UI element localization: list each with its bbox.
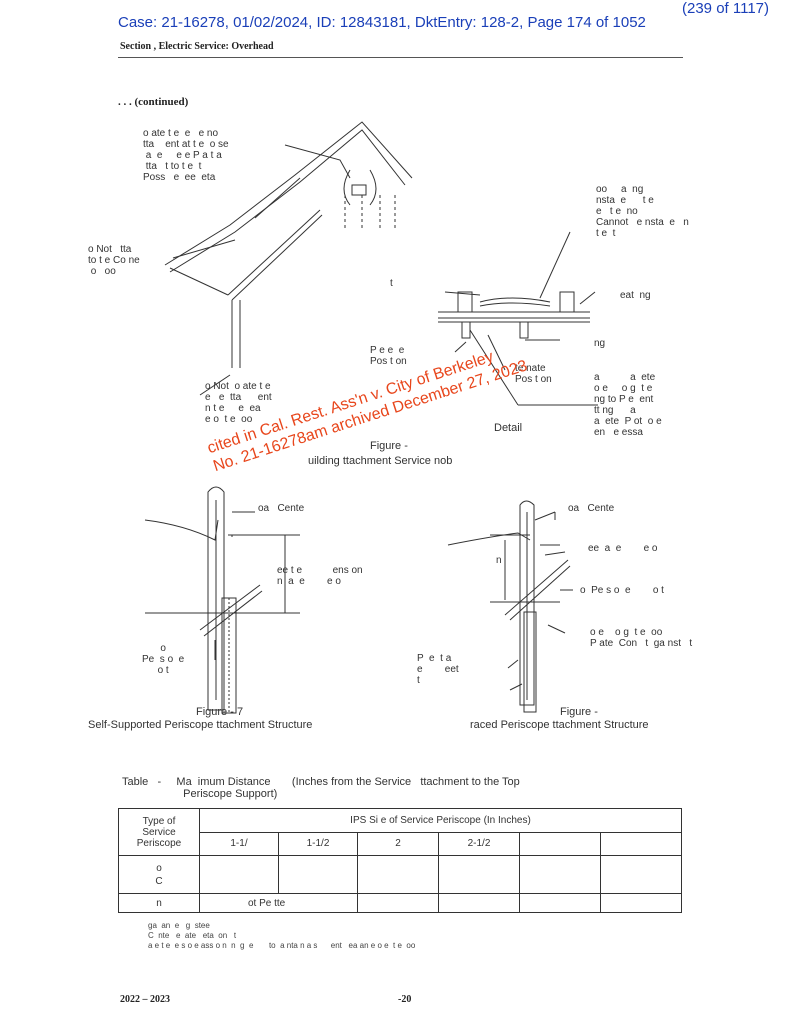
detail-right-note: a a ete o e o g t e ng to P e ent tt ng … xyxy=(594,372,662,438)
clearance-label: ee t e ens on n a e e o xyxy=(277,565,363,587)
table-title: Table - Ma imum Distance (Inches from th… xyxy=(122,776,520,800)
footnote-2: C nte e ate eta on t xyxy=(148,931,237,940)
footnote-3: a e t e e s o e ass o n n g e to a nta n… xyxy=(148,941,416,950)
detail-label: Detail xyxy=(494,422,523,434)
figure-building-title: uilding ttachment Service nob xyxy=(308,455,453,467)
self-supported-periscope-drawing xyxy=(144,486,300,714)
roof-plate-note: o e o g t e oo P ate Con t ga nst t xyxy=(590,627,693,649)
section-title: Section , Electric Service: Overhead xyxy=(120,41,274,52)
heating-label: eat ng xyxy=(620,290,651,301)
table-cell xyxy=(199,855,279,894)
ng-label: ng xyxy=(594,338,606,349)
table-cell xyxy=(438,855,520,894)
preferred-position-label: P e e e Pos t on xyxy=(370,345,407,367)
braced-fee-label: ee a e e o xyxy=(588,543,658,554)
table-cell xyxy=(278,855,358,894)
road-center-label-right: oa Cente xyxy=(568,503,615,514)
table-cell: ot Pe tte xyxy=(199,893,358,913)
figure-building-number: Figure - xyxy=(370,440,408,452)
table-cell xyxy=(519,855,601,894)
table-size-col: 1-1/2 xyxy=(278,831,358,856)
footnote-1: ga an e g stee xyxy=(148,921,210,930)
periscope-side-label: o Pe s o e o t xyxy=(142,643,185,676)
braced-n-label: n xyxy=(496,555,502,566)
roofing-note: oo a ng nsta e t e e t e no Cannot e nst… xyxy=(596,184,689,239)
table-cell xyxy=(438,893,520,913)
table-row-type: n xyxy=(118,893,200,913)
table-col-type-header: Type of Service Periscope xyxy=(118,808,200,856)
table-cell xyxy=(357,855,439,894)
figure-braced-title: raced Periscope ttachment Structure xyxy=(470,719,649,731)
continued-label: . . . (continued) xyxy=(118,96,189,108)
table-row: o C xyxy=(118,855,682,894)
table-cell xyxy=(600,893,682,913)
table-cell xyxy=(357,893,439,913)
table-size-col: 1-1/ xyxy=(199,831,279,856)
table-size-col: 2 xyxy=(357,831,439,856)
roof-drawing xyxy=(164,121,413,396)
road-center-label-left: oa Cente xyxy=(258,503,305,514)
figure-7-title: Self-Supported Periscope ttachment Struc… xyxy=(88,719,313,731)
table-span-header: IPS Si e of Service Periscope (In Inches… xyxy=(199,808,682,833)
table-cell xyxy=(519,893,601,913)
header-rule xyxy=(118,57,683,58)
plate-label: P e t a e eet t xyxy=(417,653,459,686)
table-row-type: o C xyxy=(118,855,200,894)
figure-7-number: Figure - 7 xyxy=(196,706,244,718)
do-not-attach-note: o Not tta to t e Co ne o oo xyxy=(88,244,140,277)
detail-drawing xyxy=(438,231,598,406)
periscope-support-label: o Pe s o e o t xyxy=(580,585,664,596)
table-row: n ot Pe tte xyxy=(118,893,682,913)
footer-years: 2022 – 2023 xyxy=(120,994,170,1005)
table-size-col xyxy=(600,831,682,856)
case-header: Case: 21-16278, 01/02/2024, ID: 12843181… xyxy=(118,14,646,31)
do-not-locate-note: o Not o ate t e e e tta ent n t e e ea e… xyxy=(205,381,272,425)
braced-periscope-drawing xyxy=(447,500,573,713)
table-size-col xyxy=(519,831,601,856)
periscope-distance-table: Type of Service Periscope IPS Si e of Se… xyxy=(118,808,682,913)
detail-t-label: t xyxy=(390,278,393,289)
footer-page-number: -20 xyxy=(398,994,412,1005)
table-cell xyxy=(600,855,682,894)
figure-braced-number: Figure - xyxy=(560,706,598,718)
page-count: (239 of 1117) xyxy=(682,0,770,17)
table-size-col: 2-1/2 xyxy=(438,831,520,856)
locate-attachment-note: o ate t e e e no tta ent at t e o se a e… xyxy=(143,128,229,183)
alternate-position-label: te nate Pos t on xyxy=(515,363,552,385)
